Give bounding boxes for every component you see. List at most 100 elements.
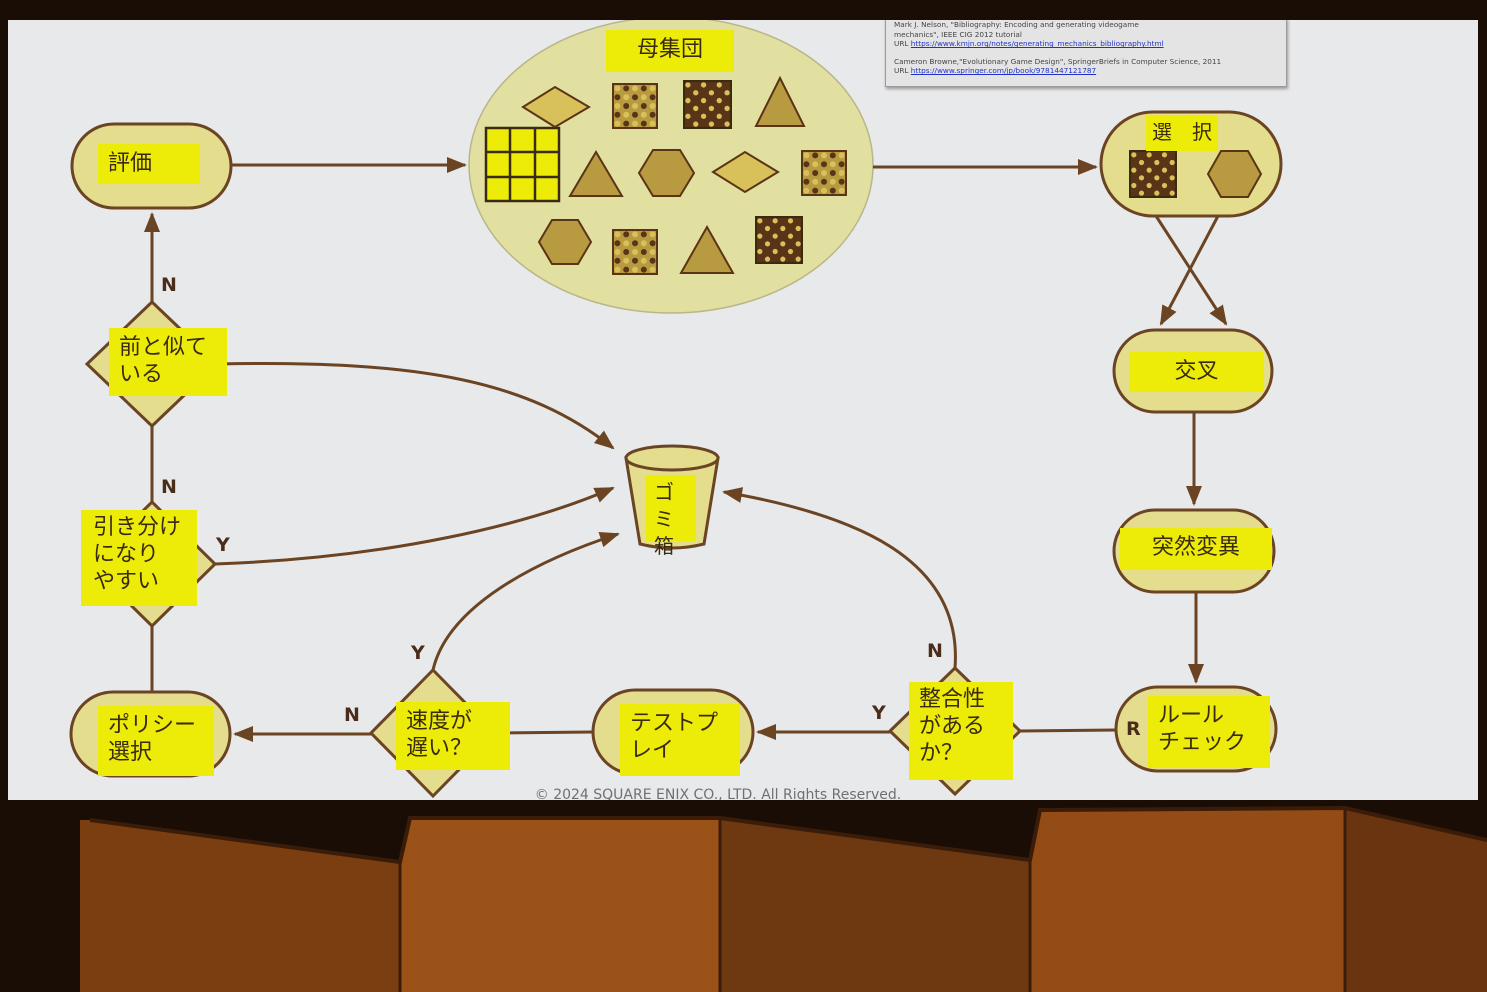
arrow-selection-cross-b — [1159, 215, 1220, 326]
selection-label: 選 択 — [1146, 115, 1218, 151]
crossover-label: 交叉 — [1129, 352, 1264, 392]
board-dot — [649, 240, 656, 247]
reference-1-url-prefix: URL — [894, 39, 911, 49]
board-dot — [1169, 175, 1175, 181]
speed-label: 速度が 遅い？ — [396, 702, 510, 770]
board-dot — [632, 266, 638, 273]
triangle-board-icon — [754, 75, 806, 127]
branch-label-speed-yes: Y — [411, 642, 425, 664]
board-dots — [614, 82, 1175, 273]
board-dot — [632, 231, 638, 238]
board-dot — [1154, 152, 1160, 158]
board-dot — [764, 225, 771, 232]
board-dot — [803, 178, 810, 185]
grid-board-icon — [484, 126, 561, 203]
reference-1-line-2: mechanics", IEEE CIG 2012 tutorial — [894, 29, 1022, 39]
board-dot — [1138, 152, 1145, 158]
board-dot — [1146, 175, 1152, 181]
board-dot — [685, 105, 691, 112]
board-dot — [632, 249, 638, 255]
board-dot — [772, 248, 778, 255]
selection-hex-icon — [1206, 150, 1263, 198]
board-dot — [640, 257, 647, 264]
board-dot — [1161, 159, 1168, 166]
arrow-consistency-to-trash — [722, 487, 957, 669]
board-dot — [649, 266, 656, 273]
folding-panel — [80, 820, 400, 992]
board-dot — [1138, 182, 1145, 189]
board-dot — [829, 178, 836, 185]
board-dot — [787, 256, 794, 262]
board-dot — [764, 248, 771, 255]
board-dot — [1154, 167, 1160, 173]
projection-screen: 母集団 評価 選 択 交叉 突然変異 ルール チェック 整合性 がある か？ テ… — [8, 20, 1478, 838]
board-dot — [787, 248, 794, 255]
board-dot — [829, 187, 836, 194]
board-dot — [1154, 159, 1160, 166]
board-dot — [640, 111, 647, 118]
board-dot — [649, 257, 656, 264]
board-dot — [632, 85, 638, 92]
board-dot — [649, 249, 656, 255]
board-dot — [623, 103, 630, 109]
board-dot — [787, 218, 794, 224]
board-dot — [623, 266, 630, 273]
folding-panel — [720, 818, 1030, 992]
board-dot — [787, 241, 794, 247]
board-dot — [821, 178, 827, 185]
board-dot — [614, 94, 621, 101]
board-dot — [685, 82, 691, 88]
board-dot — [724, 90, 730, 96]
board-dot — [1169, 167, 1175, 173]
branch-label-draw-yes: Y — [216, 534, 230, 556]
reference-2-link[interactable]: https://www.springer.com/jp/book/9781447… — [910, 66, 1097, 76]
board-dot — [780, 218, 786, 224]
copyright-notice: © 2024 SQUARE ENIX CO., LTD. All Rights … — [534, 787, 902, 803]
board-dot — [700, 105, 707, 112]
board-dot — [812, 178, 819, 185]
board-dot — [821, 152, 827, 159]
folding-panel — [1345, 808, 1487, 992]
board-dot — [614, 103, 621, 109]
board-dot — [623, 231, 630, 238]
board-dot — [693, 97, 699, 104]
board-dot — [838, 161, 845, 168]
board-dot — [649, 85, 656, 92]
board-dot — [772, 241, 778, 247]
board-dot — [803, 170, 810, 176]
board-dot — [795, 248, 801, 255]
board-dot — [632, 103, 638, 109]
rule-check-label: ルール チェック — [1148, 696, 1270, 768]
board-dot — [1131, 167, 1137, 173]
board-dot — [649, 94, 656, 101]
folding-panel — [400, 818, 720, 992]
board-dot — [803, 161, 810, 168]
board-dot — [764, 233, 771, 239]
board-dot — [724, 82, 730, 88]
board-dot — [708, 105, 715, 112]
board-dot — [614, 85, 621, 92]
board-dot — [1154, 182, 1160, 189]
board-dot — [1131, 175, 1137, 181]
board-dot — [623, 120, 630, 127]
board-dot — [614, 240, 621, 247]
board-dot — [812, 187, 819, 194]
board-dot — [693, 105, 699, 112]
board-dot — [716, 105, 722, 112]
board-dot — [1169, 182, 1175, 189]
arrow-draw-to-trash — [214, 486, 615, 566]
diamond-board-icon — [711, 150, 780, 194]
board-dot — [640, 266, 647, 273]
board-dot — [1169, 152, 1175, 158]
branch-label-speed-no: N — [344, 704, 360, 726]
board-dot — [829, 161, 836, 168]
board-dot — [1146, 190, 1152, 196]
board-dot — [772, 218, 778, 224]
board-dot — [780, 241, 786, 247]
board-dot — [623, 257, 630, 264]
board-dot — [685, 97, 691, 104]
board-dot — [829, 152, 836, 159]
board-dot — [724, 113, 730, 119]
board-dot — [1131, 159, 1137, 166]
reference-1-link[interactable]: https://www.kmjn.org/notes/generating_me… — [910, 39, 1164, 49]
